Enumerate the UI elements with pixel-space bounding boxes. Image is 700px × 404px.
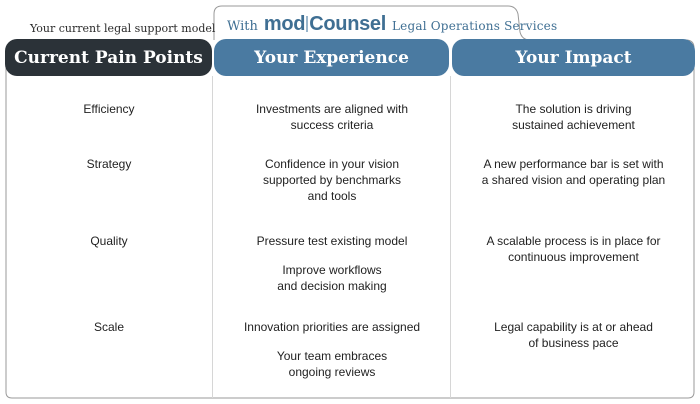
pain-point-cell: Strategy <box>6 156 212 172</box>
impact-cell: A new performance bar is set with a shar… <box>452 156 695 188</box>
pain-point-label: Scale <box>93 320 125 334</box>
impact-item: A scalable process is in place for conti… <box>486 234 661 264</box>
brand-logo-divider <box>306 16 309 32</box>
column-divider <box>450 76 451 398</box>
experience-cell: Investments are aligned with success cri… <box>214 101 450 133</box>
experience-item: Investments are aligned with success cri… <box>255 102 409 132</box>
experience-item: Improve workflows and decision making <box>277 263 387 293</box>
header-current-pain-points: Current Pain Points <box>5 39 212 76</box>
experience-item: Pressure test existing model <box>256 234 408 248</box>
experience-cell: Confidence in your vision supported by b… <box>214 156 450 204</box>
pain-point-label: Strategy <box>86 157 132 171</box>
pain-point-cell: Quality <box>6 233 212 249</box>
brand-services-text: Legal Operations Services <box>392 19 558 33</box>
impact-item: A new performance bar is set with a shar… <box>481 157 666 187</box>
brand-heading: With mod Counsel Legal Operations Servic… <box>227 13 557 37</box>
brand-logo-mod: mod <box>263 13 306 35</box>
pain-point-label: Quality <box>90 234 128 248</box>
impact-cell: A scalable process is in place for conti… <box>452 233 695 265</box>
current-model-caption: Your current legal support model <box>30 22 216 35</box>
experience-item: Your team embraces ongoing reviews <box>276 349 388 379</box>
impact-item: Legal capability is at or ahead of busin… <box>494 320 653 350</box>
experience-item: Confidence in your vision supported by b… <box>262 157 402 203</box>
pain-point-cell: Efficiency <box>6 101 212 117</box>
impact-item: The solution is driving sustained achiev… <box>512 102 635 132</box>
brand-with-text: With <box>227 19 258 34</box>
impact-cell: Legal capability is at or ahead of busin… <box>452 319 695 351</box>
experience-item: Innovation priorities are assigned <box>243 320 421 334</box>
pain-point-label: Efficiency <box>83 102 135 116</box>
header-your-impact: Your Impact <box>452 39 695 76</box>
experience-cell: Innovation priorities are assigned Your … <box>214 319 450 380</box>
impact-cell: The solution is driving sustained achiev… <box>452 101 695 133</box>
experience-cell: Pressure test existing model Improve wor… <box>214 233 450 294</box>
header-your-experience: Your Experience <box>214 39 449 76</box>
pain-point-cell: Scale <box>6 319 212 335</box>
column-divider <box>212 76 213 398</box>
brand-logo-counsel: Counsel <box>309 13 387 35</box>
